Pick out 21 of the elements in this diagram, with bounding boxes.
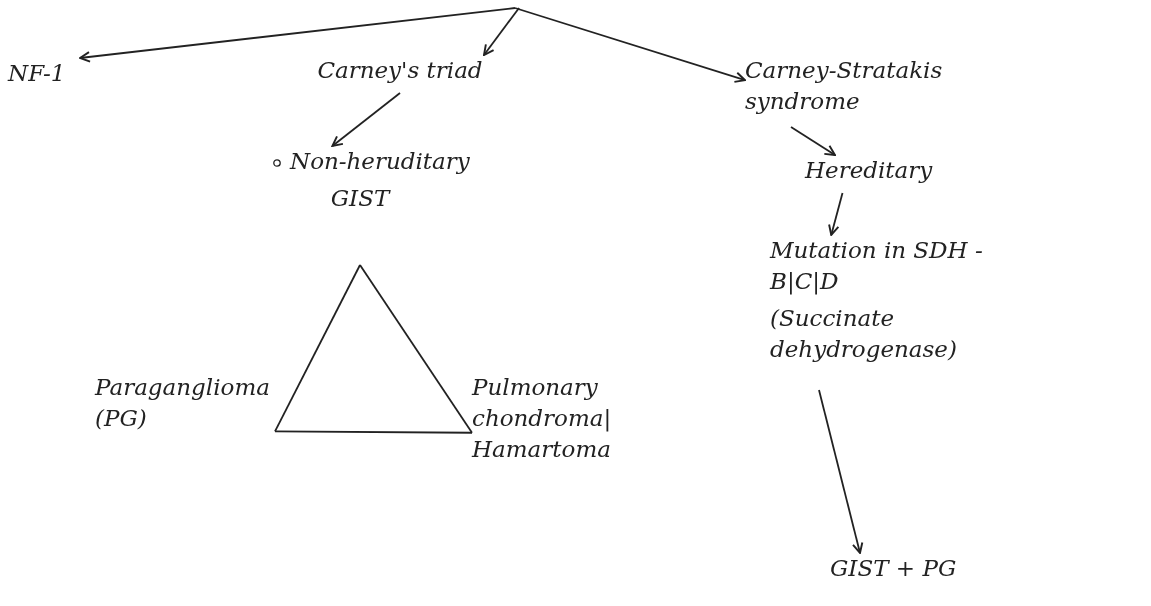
connector-line xyxy=(274,264,361,433)
arrow xyxy=(483,7,520,56)
note-text: Paraganglioma (PG) xyxy=(95,373,271,434)
arrow xyxy=(828,192,844,236)
arrow xyxy=(79,7,516,63)
note-subtext: (Succinate dehydrogenase) xyxy=(770,304,958,365)
arrow xyxy=(818,389,864,554)
note-text: Carney's triad xyxy=(316,56,484,85)
note-text: GIST + PG xyxy=(830,554,958,583)
arrow xyxy=(790,126,836,156)
connector-line xyxy=(274,430,473,434)
note-text: Non-heruditary xyxy=(290,147,471,176)
arrow xyxy=(331,92,401,147)
note-text: Mutation in SDH - B|C|D xyxy=(770,236,984,297)
note-text: Pulmonary chondroma| Hamartoma xyxy=(472,373,613,465)
arrow xyxy=(514,7,746,83)
note-text: Carney-Stratakis syndrome xyxy=(745,56,944,117)
connector-line xyxy=(359,264,473,434)
note-text: NF-1 xyxy=(8,59,67,88)
note-text: GIST xyxy=(329,184,392,213)
note-text: Hereditary xyxy=(805,156,934,185)
